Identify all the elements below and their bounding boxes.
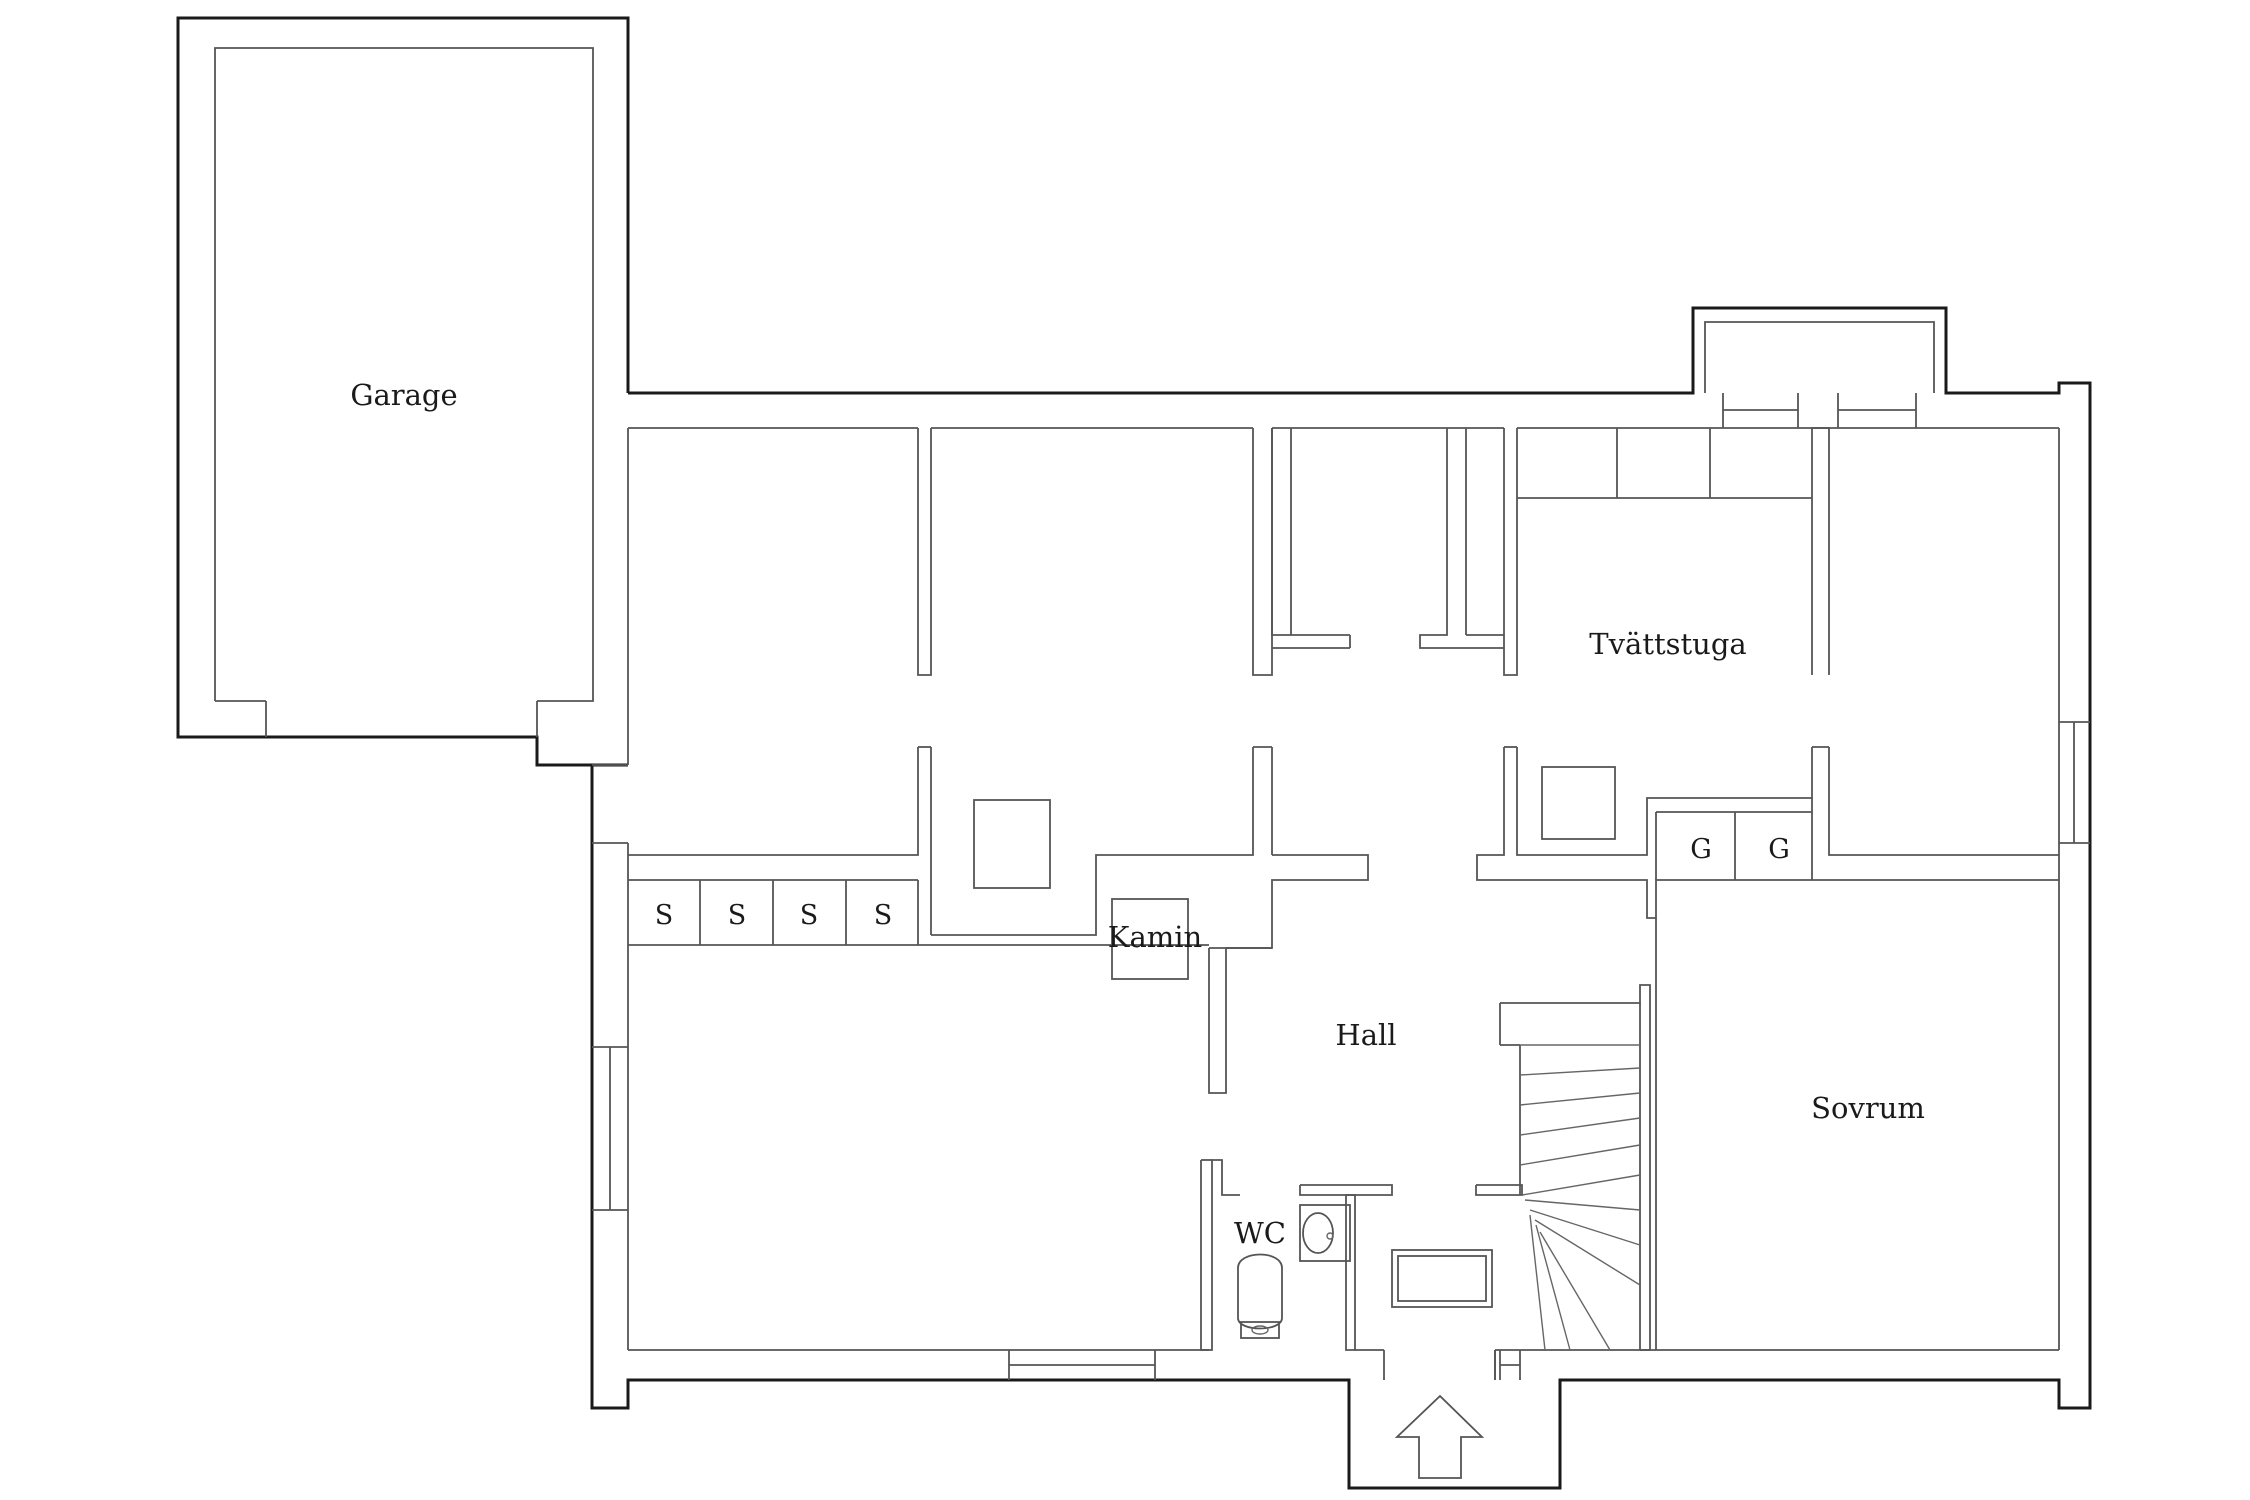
house-inner-walls xyxy=(592,427,2090,1380)
interior-walls xyxy=(628,427,2059,1351)
staircase xyxy=(1519,1044,1641,1351)
sink-icon xyxy=(1299,1204,1351,1262)
storage-mark: S xyxy=(655,900,674,931)
bay-window xyxy=(1704,321,1935,428)
wc-label: WC xyxy=(1234,1216,1286,1250)
bench-icon xyxy=(1391,1249,1493,1308)
appliance-mark: G xyxy=(1690,834,1712,865)
entrance-arrow-icon xyxy=(1394,1394,1485,1479)
hall-label: Hall xyxy=(1335,1018,1396,1052)
garage-label: Garage xyxy=(350,378,457,412)
sovrum-label: Sovrum xyxy=(1811,1091,1925,1125)
storage-mark: S xyxy=(728,900,747,931)
storage-mark: S xyxy=(800,900,819,931)
appliance-mark: G xyxy=(1768,834,1790,865)
garage-walls xyxy=(176,16,630,767)
toilet-icon xyxy=(1237,1253,1283,1339)
tvattstuga-label: Tvättstuga xyxy=(1589,627,1746,661)
kamin-label: Kamin xyxy=(1108,920,1202,954)
house-outer-walls xyxy=(590,306,2092,1490)
storage-mark: S xyxy=(874,900,893,931)
